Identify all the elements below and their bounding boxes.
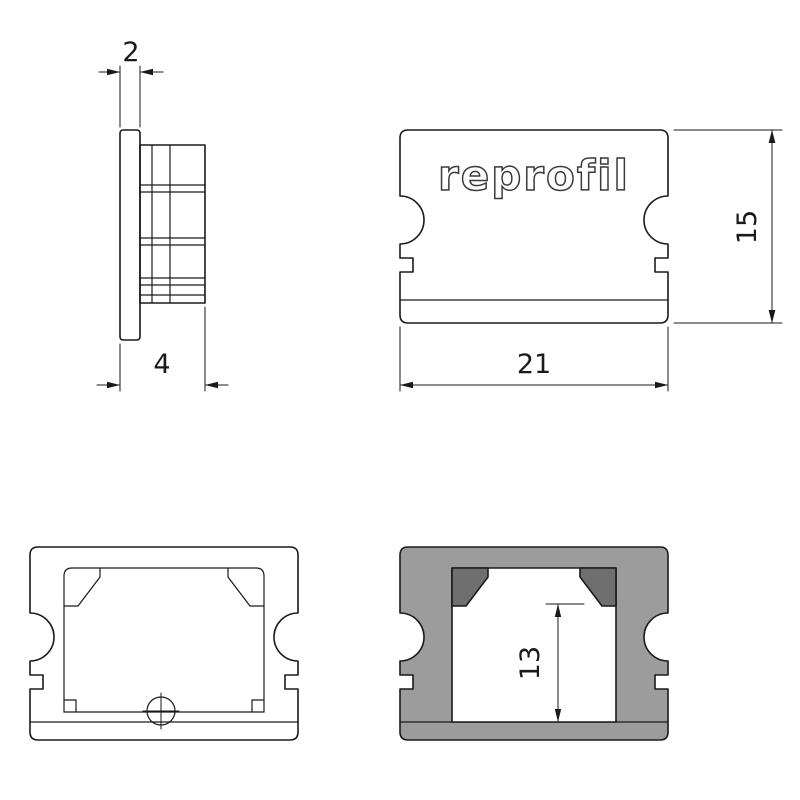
arrowhead xyxy=(400,381,413,389)
view-section: 13 xyxy=(399,546,669,741)
dim-inner-height: 13 xyxy=(515,603,585,723)
dim-total-depth: 4 xyxy=(96,306,229,392)
dim-label-total-depth: 4 xyxy=(153,349,170,380)
dim-cap-height: 15 xyxy=(673,129,783,324)
channel-hook-left xyxy=(63,567,101,607)
side-view-ribs xyxy=(139,144,206,304)
arrowhead xyxy=(768,130,776,143)
arrowhead xyxy=(655,381,668,389)
side-view-flange xyxy=(119,129,141,341)
section-hook-right xyxy=(579,567,617,607)
front-view-outline xyxy=(399,129,669,324)
dim-label-cap-height: 15 xyxy=(732,210,763,244)
channel-step-right xyxy=(251,699,265,713)
dim-label-inner-height: 13 xyxy=(515,646,546,680)
dim-flange-thickness: 2 xyxy=(98,37,164,128)
channel-step-left xyxy=(63,699,77,713)
inner-channel-contour xyxy=(63,567,265,713)
dim-label-cap-width: 21 xyxy=(517,349,551,380)
arrowhead xyxy=(107,381,120,389)
view-side: 2 4 xyxy=(96,37,229,392)
arrowhead xyxy=(554,604,562,617)
side-view-body xyxy=(139,144,206,304)
arrowhead xyxy=(107,68,120,76)
outline-view-body xyxy=(29,546,299,741)
view-front-logo: reprofil 15 21 xyxy=(399,129,783,392)
logo-reprofil: reprofil xyxy=(438,151,630,200)
arrowhead xyxy=(768,310,776,323)
section-inner-cavity xyxy=(451,567,617,723)
arrowhead xyxy=(205,381,218,389)
channel-hook-right xyxy=(227,567,265,607)
dim-cap-width: 21 xyxy=(399,326,669,392)
screw-hole-marker xyxy=(142,692,180,730)
dim-label-flange-thickness: 2 xyxy=(122,37,139,68)
arrowhead xyxy=(140,68,153,76)
arrowhead xyxy=(554,709,562,722)
section-hook-left xyxy=(451,567,489,607)
view-front-outline xyxy=(29,546,299,741)
